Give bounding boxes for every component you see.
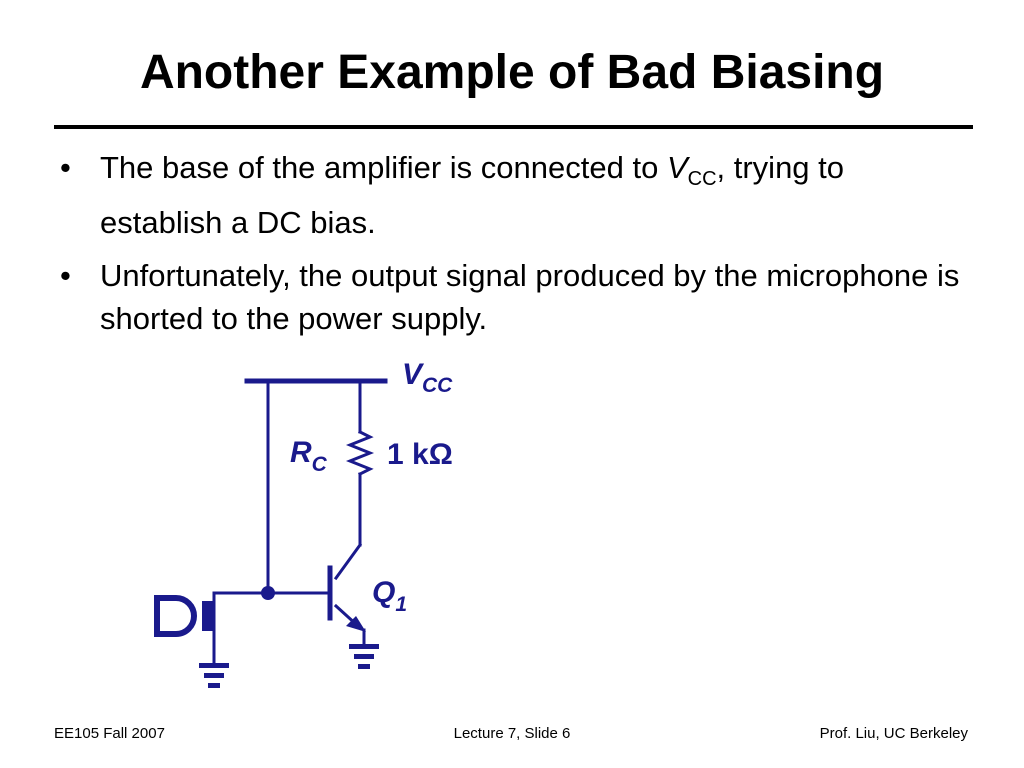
- ground-icon: [349, 644, 379, 669]
- vcc-subscript: CC: [687, 168, 717, 191]
- bullet-item: • The base of the amplifier is connected…: [60, 146, 960, 244]
- vcc-symbol: V: [666, 150, 688, 185]
- bullet-item: • Unfortunately, the output signal produ…: [60, 254, 960, 340]
- footer-slide-number: Lecture 7, Slide 6: [453, 725, 571, 742]
- bullet-text-part: , trying to establish a DC bias.: [100, 150, 845, 241]
- base-node-dot: [261, 586, 275, 600]
- title-underline: [54, 125, 973, 129]
- microphone-icon: [154, 595, 214, 637]
- footer-author: Prof. Liu, UC Berkeley: [819, 725, 968, 742]
- bullet-dot-icon: •: [60, 150, 71, 185]
- resistor-icon: [345, 429, 375, 477]
- footer-course: EE105 Fall 2007: [54, 725, 165, 742]
- bullet-dot-icon: •: [60, 258, 71, 294]
- collector-lead: [333, 542, 363, 581]
- emitter-arrow-icon: [346, 616, 366, 632]
- slide-title: Another Example of Bad Biasing: [139, 46, 885, 99]
- rc-label: RC: [290, 436, 328, 476]
- ground-icon: [199, 663, 229, 688]
- resistor-value-label: 1 kΩ: [387, 438, 453, 471]
- q1-label: Q1: [372, 576, 407, 616]
- circuit-diagram: VCC RC 1 kΩ Q1: [154, 358, 453, 688]
- vcc-label: VCC: [402, 358, 453, 397]
- bullet-text: Unfortunately, the output signal produce…: [100, 258, 960, 337]
- bullet-list: • The base of the amplifier is connected…: [60, 146, 960, 350]
- bullet-text-part: The base of the amplifier is connected t…: [100, 150, 667, 185]
